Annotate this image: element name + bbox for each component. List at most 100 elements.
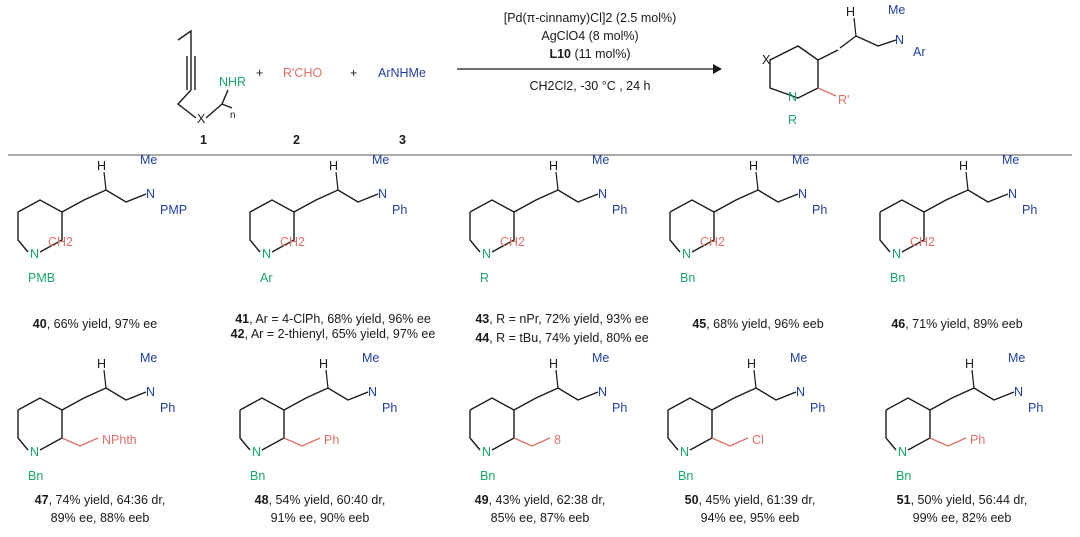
ring-bonds <box>17 397 63 451</box>
me-label: Me <box>792 153 809 167</box>
aryl-label: Ph <box>612 203 627 217</box>
plus-2: + <box>350 66 357 80</box>
me-label: Me <box>790 351 807 365</box>
side-chain <box>711 437 749 447</box>
ring-n-label: N <box>262 247 271 261</box>
ar-label: Ar <box>913 45 926 59</box>
ring-n-label: N <box>898 445 907 459</box>
me-label: Me <box>1008 351 1025 365</box>
h-label: H <box>97 357 106 371</box>
reagent-line-1: [Pd(π-cinnamy)Cl]2 (2.5 mol%) <box>504 11 677 25</box>
h-label: H <box>749 159 758 173</box>
n-substituent-label: Bn <box>680 271 695 285</box>
amine-n-label: N <box>598 385 607 399</box>
caption-51-line-1: 51, 50% yield, 56:44 dr, <box>897 493 1028 507</box>
reagent-line-2: AgClO4 (8 mol%) <box>541 29 638 43</box>
ring-bonds <box>667 397 713 451</box>
allene-chain <box>61 189 147 213</box>
h-bond <box>325 369 329 389</box>
general-product: H Me N Ar X N R R' <box>762 3 926 127</box>
amine-n-label: N <box>1008 187 1017 201</box>
side-chain-label: Ph <box>970 433 985 447</box>
allene-chain <box>923 189 1009 213</box>
caption-40: 40, 66% yield, 97% ee <box>33 317 157 331</box>
ring-n-label: N <box>482 445 491 459</box>
side-chain-label: NPhth <box>102 433 137 447</box>
n-subscript: n <box>230 110 236 121</box>
ring-bonds <box>885 397 931 451</box>
h-bond <box>971 369 975 389</box>
n-substituent-label: Bn <box>250 469 265 483</box>
me-label: Me <box>372 153 389 167</box>
aryl-label: PMP <box>160 203 187 217</box>
aryl-label: Ph <box>1022 203 1037 217</box>
ligand-loading: (11 mol%) <box>571 47 631 61</box>
caption-48-line-1: 48, 54% yield, 60:40 dr, <box>255 493 386 507</box>
h-bond <box>555 171 559 191</box>
aryl-label: Ph <box>1028 401 1043 415</box>
caption-44: 44, R = tBu, 74% yield, 80% ee <box>475 331 648 345</box>
aryl-label: Ph <box>392 203 407 217</box>
caption-50-line-2: 94% ee, 95% eeb <box>701 511 800 525</box>
me-label: Me <box>592 351 609 365</box>
caption-50-line-1: 50, 45% yield, 61:39 dr, <box>685 493 816 507</box>
amine-n-label: N <box>146 187 155 201</box>
ring-n-label: N <box>252 445 261 459</box>
caption-51-line-2: 99% ee, 82% eeb <box>913 511 1012 525</box>
allene-chain <box>713 189 799 213</box>
amine-n-label: N <box>368 385 377 399</box>
h-bond <box>753 369 757 389</box>
aldehyde-label: R'CHO <box>283 66 322 80</box>
ch2-label: CH2 <box>48 235 73 249</box>
me-label: Me <box>592 153 609 167</box>
allene-chain <box>513 189 599 213</box>
h-label: H <box>319 357 328 371</box>
ring-n-label: N <box>680 445 689 459</box>
reagent-line-4: CH2Cl2, -30 °C , 24 h <box>529 79 650 93</box>
ring-bonds <box>239 397 285 451</box>
side-chain <box>61 437 99 447</box>
aryl-label: Ph <box>382 401 397 415</box>
compound-number-3: 3 <box>399 133 406 147</box>
h-label: H <box>329 159 338 173</box>
amine-n-label: N <box>798 187 807 201</box>
caption-49-line-1: 49, 43% yield, 62:38 dr, <box>475 493 606 507</box>
ring-n-label: N <box>682 247 691 261</box>
caption-47-line-2: 89% ee, 88% eeb <box>51 511 150 525</box>
aryl-label: Ph <box>810 401 825 415</box>
n-substituent-label: Bn <box>480 469 495 483</box>
n-substituent-label: R <box>480 271 489 285</box>
ring-n-label: N <box>892 247 901 261</box>
caption-47-line-1: 47, 74% yield, 64:36 dr, <box>35 493 166 507</box>
me-label: Me <box>362 351 379 365</box>
ring-n-label: N <box>788 90 797 104</box>
aryl-label: Ph <box>612 401 627 415</box>
me-label: Me <box>888 3 905 17</box>
side-chain-label: Ph <box>324 433 339 447</box>
amine-label: ArNHMe <box>378 66 426 80</box>
ch2-label: CH2 <box>700 235 725 249</box>
aryl-label: Ph <box>812 203 827 217</box>
h-bond <box>103 171 107 191</box>
caption-43: 43, R = nPr, 72% yield, 93% ee <box>475 312 648 326</box>
me-label: Me <box>1002 153 1019 167</box>
caption-49-line-2: 85% ee, 87% eeb <box>491 511 590 525</box>
amine-n-label: N <box>796 385 805 399</box>
allene-chain <box>513 387 599 411</box>
h-label: H <box>965 357 974 371</box>
h-label: H <box>959 159 968 173</box>
reaction-arrow <box>457 64 722 74</box>
r-prime-label: R' <box>838 93 849 107</box>
x-ring-label: X <box>762 53 771 67</box>
me-label: Me <box>140 153 157 167</box>
h-bond <box>965 171 969 191</box>
